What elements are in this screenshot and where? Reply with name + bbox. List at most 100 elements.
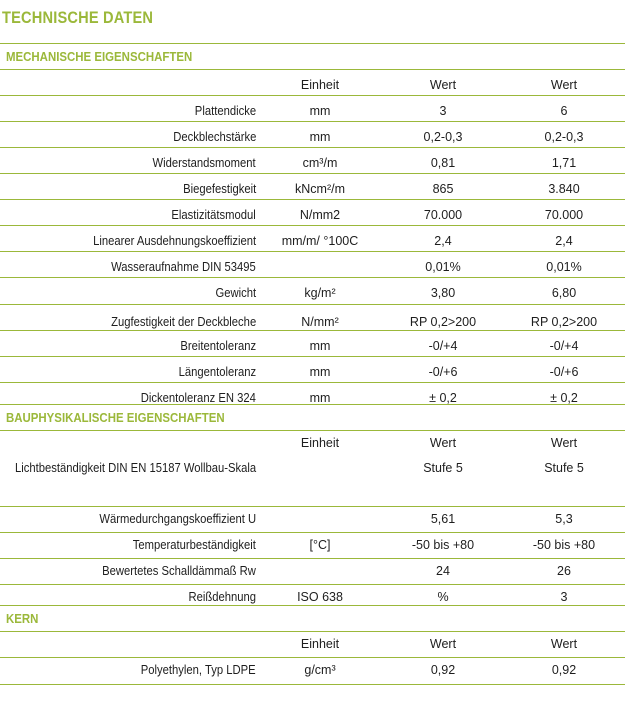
row-value-1: 24: [436, 564, 450, 578]
row-label: Längentoleranz: [178, 365, 256, 379]
row-unit: [°C]: [309, 538, 331, 552]
row-value-1: 2,4: [434, 234, 452, 248]
col-header-unit: Einheit: [300, 436, 340, 450]
row-label: Lichtbeständigkeit DIN EN 15187 Wollbau-…: [15, 461, 257, 475]
row-value-2: 5,3: [555, 512, 573, 526]
row-value-2: -50 bis +80: [532, 538, 596, 552]
section-core: KERN Einheit Wert Wert Polyethylen, Typ …: [0, 605, 625, 685]
row-unit: N/mm²: [301, 315, 339, 329]
row-label: Deckblechstärke: [172, 130, 256, 144]
table-row: Breitentoleranz mm -0/+4 -0/+4: [0, 331, 625, 357]
row-unit: mm: [309, 365, 331, 379]
table-row: Wasseraufnahme DIN 53495 0,01% 0,01%: [0, 252, 625, 278]
row-value-2: 26: [557, 564, 571, 578]
row-label: Bewertetes Schalldämmaß Rw: [102, 564, 256, 578]
table-row: Polyethylen, Typ LDPE g/cm³ 0,92 0,92: [0, 658, 625, 685]
row-unit: mm: [309, 104, 331, 118]
col-header-unit: Einheit: [300, 78, 340, 92]
row-value-1: 0,81: [430, 156, 456, 170]
row-label: Plattendicke: [194, 104, 256, 118]
row-value-2: -0/+6: [549, 365, 579, 379]
table-row: Widerstandsmoment cm³/m 0,81 1,71: [0, 148, 625, 174]
table-row: Dickentoleranz EN 324 mm ± 0,2 ± 0,2: [0, 383, 625, 408]
row-unit: mm: [309, 391, 331, 405]
row-unit: kg/m²: [304, 286, 336, 300]
row-value-1: RP 0,2>200: [409, 315, 477, 329]
row-value-1: 3,80: [430, 286, 456, 300]
row-value-2: RP 0,2>200: [530, 315, 598, 329]
row-label: Reißdehnung: [188, 590, 256, 604]
section-heading-text: MECHANISCHE EIGENSCHAFTEN: [6, 49, 193, 64]
row-value-1: 865: [432, 182, 454, 196]
row-unit: kNcm²/m: [295, 182, 345, 196]
section-heading-text: KERN: [6, 611, 39, 626]
section-mechanical: MECHANISCHE EIGENSCHAFTEN Einheit Wert W…: [0, 43, 625, 408]
table-row: Längentoleranz mm -0/+6 -0/+6: [0, 357, 625, 383]
row-value-1: Stufe 5: [423, 461, 463, 475]
row-value-1: -0/+4: [428, 339, 458, 353]
row-label: Zugfestigkeit der Deckbleche: [110, 315, 256, 329]
row-value-1: 3: [439, 104, 447, 118]
row-label: Breitentoleranz: [180, 339, 256, 353]
col-header-value-2: Wert: [550, 436, 578, 450]
row-label: Linearer Ausdehnungskoeffizient: [92, 234, 256, 248]
col-header-value-2: Wert: [550, 637, 578, 651]
row-unit: g/cm³: [304, 663, 336, 677]
row-value-2: 6: [560, 104, 568, 118]
table-row: Deckblechstärke mm 0,2-0,3 0,2-0,3: [0, 122, 625, 148]
row-value-1: %: [437, 590, 449, 604]
table-row: Biegefestigkeit kNcm²/m 865 3.840: [0, 174, 625, 200]
table-row: Gewicht kg/m² 3,80 6,80: [0, 278, 625, 305]
row-value-1: 70.000: [423, 208, 463, 222]
table-row: Bewertetes Schalldämmaß Rw 24 26: [0, 559, 625, 585]
table-row: Temperaturbeständigkeit [°C] -50 bis +80…: [0, 533, 625, 559]
table-row: Lichtbeständigkeit DIN EN 15187 Wollbau-…: [0, 456, 625, 507]
row-value-2: 1,71: [551, 156, 577, 170]
row-label: Elastizitätsmodul: [171, 208, 256, 222]
row-unit: N/mm2: [299, 208, 341, 222]
col-header-value-2: Wert: [550, 78, 578, 92]
row-unit: ISO 638: [297, 590, 343, 604]
row-value-2: 70.000: [544, 208, 584, 222]
row-value-2: Stufe 5: [544, 461, 584, 475]
row-value-2: 2,4: [555, 234, 573, 248]
row-label: Dickentoleranz EN 324: [140, 391, 256, 405]
row-value-2: 0,01%: [546, 260, 582, 274]
row-unit: mm/m/ °100C: [281, 234, 359, 248]
table-row: Linearer Ausdehnungskoeffizient mm/m/ °1…: [0, 226, 625, 252]
column-header-row: Einheit Wert Wert: [0, 70, 625, 96]
row-label: Biegefestigkeit: [182, 182, 256, 196]
table-row: Reißdehnung ISO 638 % 3: [0, 585, 625, 610]
row-value-1: -50 bis +80: [411, 538, 475, 552]
row-value-2: 0,2-0,3: [544, 130, 584, 144]
row-label: Widerstandsmoment: [152, 156, 256, 170]
page-title: TECHNISCHE DATEN: [2, 8, 154, 27]
table-row: Wärmedurchgangskoeffizient U 5,61 5,3: [0, 507, 625, 533]
row-value-2: 3.840: [548, 182, 580, 196]
section-heading: MECHANISCHE EIGENSCHAFTEN: [0, 43, 625, 70]
row-value-1: 5,61: [430, 512, 456, 526]
row-value-1: 0,01%: [425, 260, 461, 274]
col-header-value-1: Wert: [429, 436, 457, 450]
table-row: Elastizitätsmodul N/mm2 70.000 70.000: [0, 200, 625, 226]
column-header-row: Einheit Wert Wert: [0, 431, 625, 456]
row-label: Wärmedurchgangskoeffizient U: [99, 512, 256, 526]
row-value-2: 3: [560, 590, 568, 604]
col-header-unit: Einheit: [300, 637, 340, 651]
row-value-2: -0/+4: [549, 339, 579, 353]
row-unit: cm³/m: [302, 156, 338, 170]
row-value-1: 0,2-0,3: [423, 130, 463, 144]
table-row: Zugfestigkeit der Deckbleche N/mm² RP 0,…: [0, 305, 625, 331]
row-value-2: 6,80: [551, 286, 577, 300]
row-value-1: -0/+6: [428, 365, 458, 379]
section-heading: BAUPHYSIKALISCHE EIGENSCHAFTEN: [0, 404, 625, 431]
section-heading-text: BAUPHYSIKALISCHE EIGENSCHAFTEN: [6, 410, 225, 425]
col-header-value-1: Wert: [429, 78, 457, 92]
column-header-row: Einheit Wert Wert: [0, 632, 625, 658]
row-value-1: 0,92: [430, 663, 456, 677]
row-unit: mm: [309, 339, 331, 353]
row-unit: mm: [309, 130, 331, 144]
col-header-value-1: Wert: [429, 637, 457, 651]
row-value-2: ± 0,2: [550, 391, 578, 405]
row-label: Gewicht: [215, 286, 256, 300]
